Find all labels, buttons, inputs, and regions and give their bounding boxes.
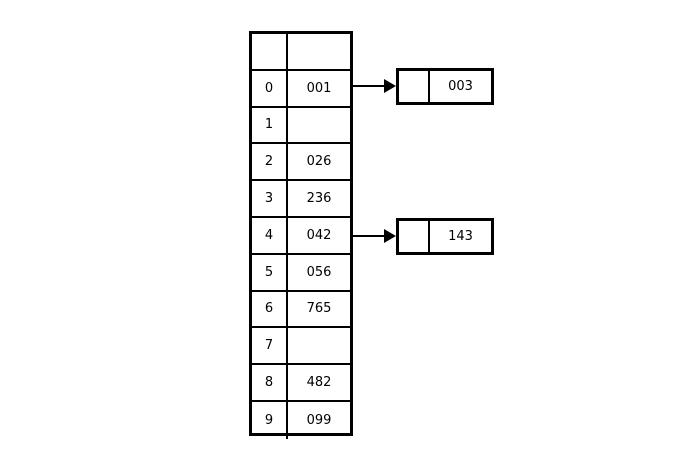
table-row: 0 001 [252, 70, 350, 108]
header-value-cell [288, 34, 350, 69]
node-pointer-cell [399, 221, 430, 252]
bucket-value-8: 482 [306, 375, 332, 391]
bucket-index-6: 6 [252, 291, 288, 327]
bucket-value-4: 042 [306, 227, 332, 243]
bucket-value-9: 099 [306, 412, 332, 428]
node-pointer-cell [399, 71, 430, 102]
table-row: 8 482 [252, 365, 350, 402]
table-header-row [252, 34, 350, 71]
bucket-value-6: 765 [306, 301, 332, 317]
bucket-index-7: 7 [252, 328, 288, 364]
bucket-value-7 [288, 328, 350, 363]
chain-node-143: 143 [396, 218, 494, 255]
table-row: 5 056 [252, 254, 350, 292]
table-row: 2 026 [252, 144, 350, 182]
table-row: 1 [252, 107, 350, 145]
hash-table: 0 001 1 2 026 3 236 4 042 5 056 6 765 [249, 31, 353, 439]
bucket-index-2: 2 [252, 144, 288, 180]
header-index-cell [252, 34, 288, 69]
bucket-index-8: 8 [252, 365, 288, 400]
bucket-index-4: 4 [252, 217, 288, 253]
node-value-cell: 003 [448, 79, 473, 94]
table-row: 6 765 [252, 291, 350, 329]
node-value-cell: 143 [448, 229, 473, 244]
bucket-value-2: 026 [306, 154, 332, 170]
bucket-value-5: 056 [306, 264, 332, 280]
arrow-row-4-to-node [353, 229, 396, 243]
arrow-line [353, 85, 385, 87]
table-row: 4 042 [252, 217, 350, 255]
arrow-head [384, 229, 396, 243]
arrow-line [353, 235, 385, 237]
table-row: 9 099 [252, 401, 350, 439]
bucket-index-0: 0 [252, 70, 288, 106]
arrow-head [384, 79, 396, 93]
bucket-index-3: 3 [252, 181, 288, 216]
table-row: 7 [252, 328, 350, 366]
bucket-value-0: 001 [306, 80, 332, 96]
bucket-index-1: 1 [252, 107, 288, 143]
bucket-index-5: 5 [252, 254, 288, 290]
table-row: 3 236 [252, 181, 350, 218]
bucket-value-1 [288, 108, 350, 143]
arrow-row-0-to-node [353, 79, 396, 93]
chain-node-003: 003 [396, 68, 494, 105]
bucket-index-9: 9 [252, 401, 288, 439]
bucket-value-3: 236 [306, 191, 332, 207]
